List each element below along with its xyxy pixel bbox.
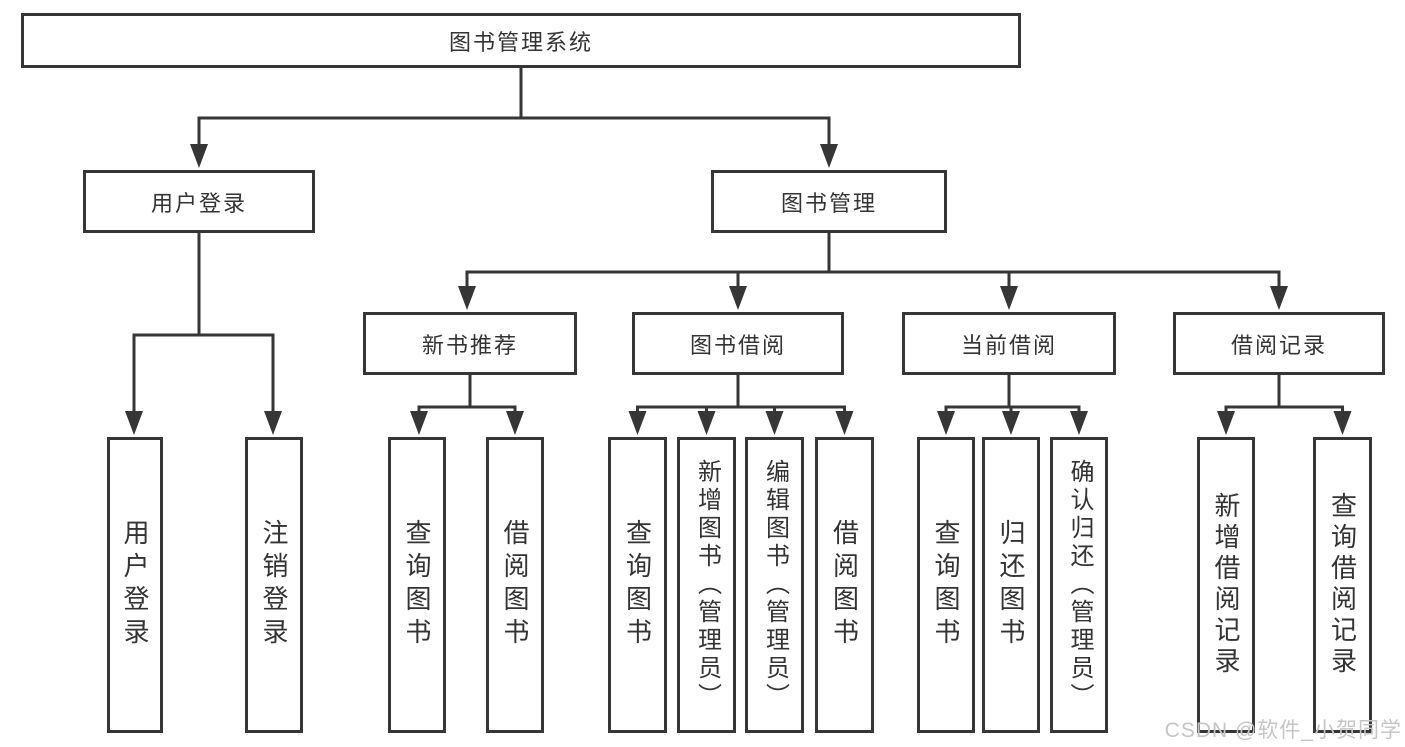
node-label: 当前借阅 (960, 332, 1057, 358)
node-user-login-branch: 用户登录 (83, 170, 315, 233)
leaf-query-books: 查询图书 (388, 437, 446, 733)
leaf-add-borrow-record: 新增借阅记录 (1197, 437, 1255, 733)
node-library-management-system: 图书管理系统 (21, 13, 1021, 68)
arrow-down-icon (820, 144, 838, 168)
leaf-borrow-books: 借阅图书 (815, 437, 874, 733)
leaf-label: 查询图书 (402, 519, 432, 651)
leaf-query-books: 查询图书 (608, 437, 667, 733)
node-borrowing-records: 借阅记录 (1173, 312, 1385, 375)
leaf-label: 新增借阅记录 (1211, 492, 1241, 678)
arrow-down-icon (1002, 411, 1020, 435)
arrow-down-icon (190, 144, 208, 168)
leaf-label: 查询借阅记录 (1327, 492, 1358, 678)
node-label: 借阅记录 (1230, 332, 1327, 358)
node-current-borrowing: 当前借阅 (902, 312, 1116, 375)
leaf-user-login: 用户登录 (107, 437, 163, 733)
leaf-label: 用户登录 (120, 519, 150, 651)
arrow-down-icon (937, 411, 955, 435)
leaf-label: 归还图书 (996, 519, 1026, 651)
leaf-label: 编辑图书（管理员） (761, 459, 789, 711)
leaf-label: 确认归还（管理员） (1066, 459, 1093, 711)
arrow-down-icon (1217, 411, 1235, 435)
arrow-down-icon (1333, 411, 1352, 435)
node-label: 用户登录 (150, 190, 247, 216)
node-label: 图书管理系统 (448, 29, 593, 55)
node-label: 图书借阅 (689, 332, 786, 358)
node-book-management-branch: 图书管理 (711, 170, 947, 233)
arrow-down-icon (264, 411, 282, 435)
leaf-return-books: 归还图书 (982, 437, 1040, 733)
arrow-down-icon (697, 411, 716, 435)
leaf-add-book-admin: 新增图书（管理员） (677, 437, 736, 733)
arrow-down-icon (458, 286, 476, 310)
arrow-down-icon (628, 411, 647, 435)
leaf-label: 查询图书 (622, 519, 653, 651)
leaf-label: 借阅图书 (829, 519, 860, 651)
arrow-down-icon (729, 286, 747, 310)
leaf-edit-book-admin: 编辑图书（管理员） (745, 437, 804, 733)
arrow-down-icon (506, 411, 524, 435)
node-new-book-recommendation: 新书推荐 (363, 312, 577, 375)
leaf-label: 查询图书 (931, 519, 961, 651)
csdn-watermark: CSDN @软件_小贺同学 (1164, 719, 1402, 742)
leaf-query-books: 查询图书 (917, 437, 975, 733)
leaf-label: 注销登录 (259, 519, 289, 651)
arrow-down-icon (1270, 286, 1288, 310)
arrow-down-icon (1070, 411, 1088, 435)
node-label: 图书管理 (780, 190, 877, 216)
arrow-down-icon (765, 411, 784, 435)
leaf-label: 新增图书（管理员） (693, 459, 721, 711)
arrow-down-icon (410, 411, 428, 435)
arrow-down-icon (1000, 286, 1018, 310)
arrow-down-icon (125, 411, 143, 435)
leaf-confirm-return-admin: 确认归还（管理员） (1050, 437, 1108, 733)
node-label: 新书推荐 (421, 332, 518, 358)
node-book-borrowing: 图书借阅 (632, 312, 844, 375)
leaf-logout: 注销登录 (245, 437, 303, 733)
leaf-label: 借阅图书 (500, 519, 530, 651)
leaf-query-borrow-record: 查询借阅记录 (1313, 437, 1372, 733)
leaf-borrow-books: 借阅图书 (486, 437, 544, 733)
arrow-down-icon (835, 411, 854, 435)
